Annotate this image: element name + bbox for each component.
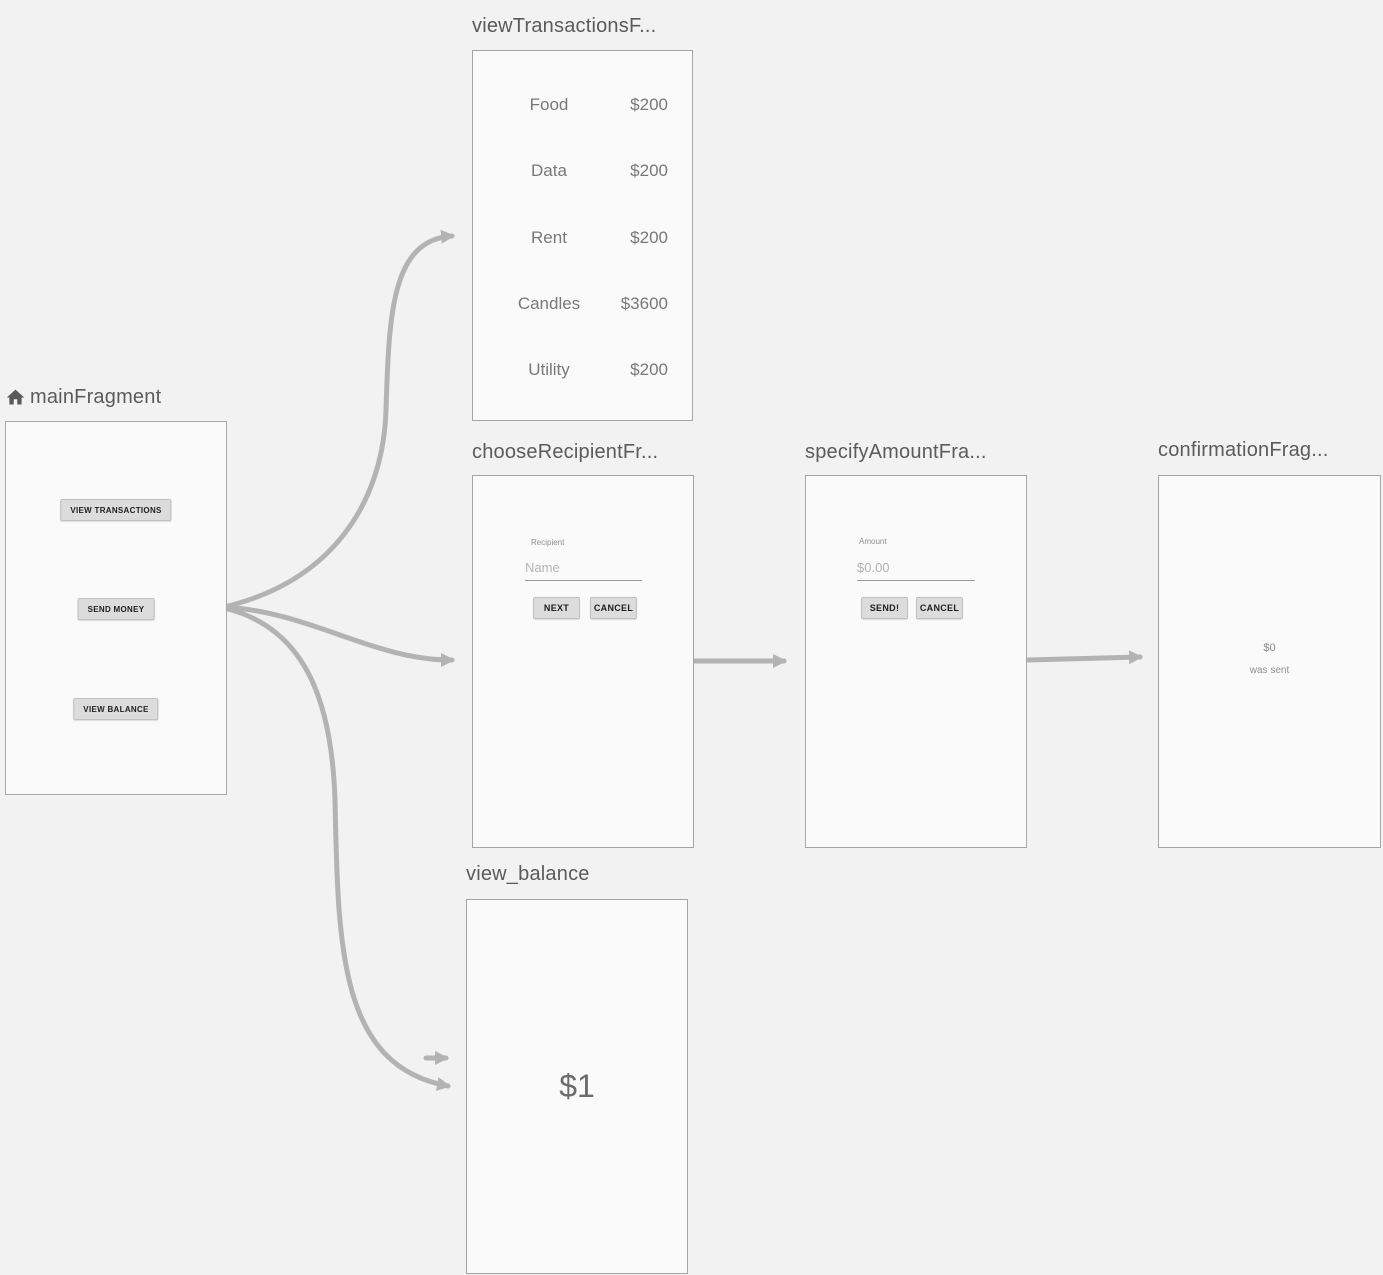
node-title-chooserecipient: chooseRecipientFr...	[472, 439, 658, 465]
fragment-card-viewbalance[interactable]: $1	[466, 899, 688, 1274]
node-title-specifyamount: specifyAmountFra...	[805, 439, 987, 465]
transaction-row: Candles $3600	[473, 294, 692, 316]
transaction-amount: $200	[630, 95, 668, 114]
amount-value-hint: $0.00	[857, 560, 890, 575]
node-title-label: specifyAmountFra...	[805, 440, 987, 463]
fragment-card-chooserecipient[interactable]: Recipient Name NEXT CANCEL	[472, 475, 694, 848]
fragment-card-confirmation[interactable]: $0 was sent	[1158, 475, 1381, 848]
preview-send-button: SEND!	[861, 597, 908, 619]
recipient-name-hint: Name	[525, 560, 560, 575]
node-title-mainfragment: mainFragment	[5, 384, 161, 410]
transaction-row: Rent $200	[473, 228, 692, 250]
amount-input-underline	[857, 580, 975, 581]
transaction-label: Data	[531, 161, 567, 180]
action-main-to-viewbalance[interactable]	[221, 605, 451, 1091]
transaction-label: Candles	[517, 294, 581, 313]
transaction-row: Food $200	[473, 95, 692, 117]
preview-cancel-button: CANCEL	[916, 597, 963, 619]
preview-cancel-button: CANCEL	[590, 597, 637, 619]
preview-view-balance-button: VIEW BALANCE	[73, 698, 159, 720]
home-icon	[6, 389, 25, 404]
confirmation-message-text: was sent	[1249, 665, 1290, 676]
node-title-label: viewTransactionsF...	[472, 14, 657, 37]
node-title-viewbalance: view_balance	[466, 861, 590, 887]
fragment-card-specifyamount[interactable]: Amount $0.00 SEND! CANCEL	[805, 475, 1027, 848]
transaction-amount: $200	[630, 228, 668, 247]
transaction-label: Rent	[531, 228, 567, 247]
transaction-amount: $3600	[620, 294, 668, 313]
preview-send-money-button: SEND MONEY	[77, 598, 155, 620]
transaction-label: Food	[529, 95, 569, 114]
balance-value-text: $1	[559, 1068, 595, 1104]
node-title-label: confirmationFrag...	[1158, 438, 1329, 461]
node-title-label: mainFragment	[30, 385, 162, 408]
action-main-to-viewtransactions[interactable]	[221, 229, 455, 610]
node-title-viewtransactions: viewTransactionsF...	[472, 13, 656, 39]
action-main-to-chooserecipient[interactable]	[221, 604, 455, 667]
transaction-row: Data $200	[473, 161, 692, 183]
node-title-label: view_balance	[466, 862, 590, 885]
recipient-field-label: Recipient	[531, 538, 565, 547]
fragment-card-mainfragment[interactable]: VIEW TRANSACTIONS SEND MONEY VIEW BALANC…	[5, 421, 227, 795]
transaction-label: Utility	[528, 360, 570, 379]
transaction-amount: $200	[630, 360, 668, 379]
node-title-label: chooseRecipientFr...	[472, 440, 659, 463]
node-title-confirmation: confirmationFrag...	[1158, 437, 1329, 463]
preview-view-transactions-button: VIEW TRANSACTIONS	[60, 499, 172, 521]
transaction-row: Utility $200	[473, 360, 692, 382]
amount-field-label: Amount	[859, 537, 887, 546]
transaction-amount: $200	[630, 161, 668, 180]
action-specifyamount-to-confirmation[interactable]	[1025, 650, 1143, 665]
preview-next-button: NEXT	[533, 597, 580, 619]
recipient-input-underline	[525, 580, 642, 581]
fragment-card-viewtransactions[interactable]: Food $200 Data $200 Rent $200 Candles $3…	[472, 50, 693, 421]
confirmation-amount-text: $0	[1263, 642, 1276, 654]
